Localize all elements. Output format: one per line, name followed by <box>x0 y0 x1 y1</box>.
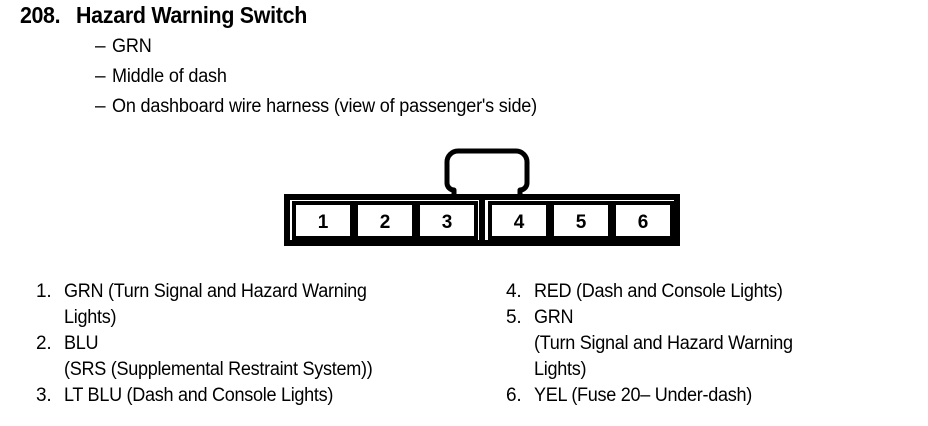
legend-text: LT BLU (Dash and Console Lights) <box>64 383 347 409</box>
legend-number: 6. <box>506 385 522 406</box>
pin-number-6: 6 <box>638 212 649 233</box>
dash-icon: – <box>95 36 106 57</box>
legend-item: 1. GRN (Turn Signal and Hazard Warning L… <box>36 279 496 331</box>
legend-line: (Turn Signal and Hazard Warning <box>534 333 793 354</box>
legend-line: GRN (Turn Signal and Hazard Warning <box>64 281 367 302</box>
pin-divider-3-4 <box>479 197 485 243</box>
legend-item: 5. GRN (Turn Signal and Hazard Warning L… <box>506 305 916 383</box>
pin-cell-3 <box>416 201 478 240</box>
legend-column-left: 1. GRN (Turn Signal and Hazard Warning L… <box>36 279 496 409</box>
pin-number-3: 3 <box>442 212 453 233</box>
bullet-label: Middle of dash <box>112 66 227 87</box>
legend-text: GRN (Turn Signal and Hazard Warning Ligh… <box>64 279 383 331</box>
pin-cell-2 <box>354 201 416 240</box>
legend-column-right: 4. RED (Dash and Console Lights) 5. GRN … <box>506 279 916 409</box>
legend-text: BLU (SRS (Supplemental Restraint System)… <box>64 331 389 383</box>
legend-number: 4. <box>506 281 522 302</box>
legend-item: 2. BLU (SRS (Supplemental Restraint Syst… <box>36 331 496 383</box>
bullet-item-wire-color: – GRN <box>95 36 154 58</box>
legend-item: 4. RED (Dash and Console Lights) <box>506 279 916 305</box>
dash-icon: – <box>95 66 106 87</box>
legend-item: 3. LT BLU (Dash and Console Lights) <box>36 383 496 409</box>
pin-number-2: 2 <box>380 212 391 233</box>
legend-line: LT BLU (Dash and Console Lights) <box>64 385 334 406</box>
legend-number: 3. <box>36 385 52 406</box>
pin-cells <box>292 201 674 240</box>
legend-text: RED (Dash and Console Lights) <box>534 279 796 305</box>
pin-number-1: 1 <box>318 212 329 233</box>
legend-line: Lights) <box>64 307 117 328</box>
bullet-item-harness: – On dashboard wire harness (view of pas… <box>95 96 559 118</box>
pin-cell-6 <box>612 201 674 240</box>
connector-diagram: 1 2 3 4 5 6 <box>284 148 680 248</box>
legend-line: Lights) <box>534 359 587 380</box>
legend-line: RED (Dash and Console Lights) <box>534 281 783 302</box>
legend-number: 2. <box>36 333 52 354</box>
legend-text: YEL (Fuse 20– Under-dash) <box>534 383 763 409</box>
pin-cell-1 <box>292 201 354 240</box>
legend-line: YEL (Fuse 20– Under-dash) <box>534 385 752 406</box>
page-title-text: Hazard Warning Switch <box>76 2 308 28</box>
pin-number-5: 5 <box>576 212 587 233</box>
page-title: 208. Hazard Warning Switch <box>20 2 325 29</box>
legend-item: 6. YEL (Fuse 20– Under-dash) <box>506 383 916 409</box>
page-title-number: 208. <box>20 2 61 28</box>
pin-cell-4 <box>488 201 550 240</box>
bullet-label: On dashboard wire harness (view of passe… <box>112 96 537 117</box>
legend-number: 5. <box>506 307 522 328</box>
legend-line: BLU <box>64 333 99 354</box>
legend-line: (SRS (Supplemental Restraint System)) <box>64 359 373 380</box>
pin-number-4: 4 <box>514 212 525 233</box>
legend-text: GRN (Turn Signal and Hazard Warning Ligh… <box>534 305 806 383</box>
bullet-label: GRN <box>112 36 152 57</box>
pin-cell-5 <box>550 201 612 240</box>
legend-number: 1. <box>36 281 52 302</box>
latch-tab-icon <box>444 148 530 203</box>
legend-line: GRN <box>534 307 574 328</box>
dash-icon: – <box>95 96 106 117</box>
bullet-item-location: – Middle of dash <box>95 66 233 88</box>
